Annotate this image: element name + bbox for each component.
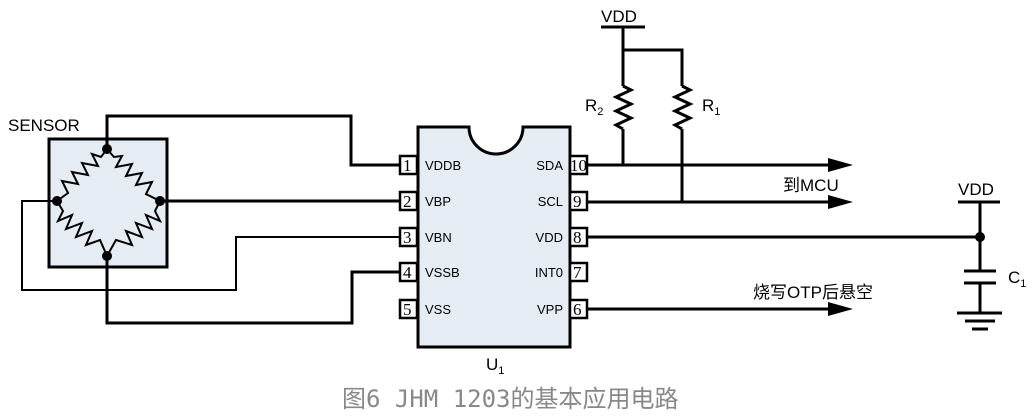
pin-box <box>398 226 419 248</box>
vdd-label-top: VDD <box>601 7 637 26</box>
bridge-resistor-top-right <box>106 148 161 202</box>
chip-designator: U1 <box>486 355 504 377</box>
arrow-sda-icon <box>828 158 853 172</box>
wire-vdd-pullup <box>621 27 684 86</box>
capacitor-c1-label: C1 <box>1008 268 1026 290</box>
pin-name: VDD <box>536 230 563 245</box>
pin-box <box>398 298 419 320</box>
vpp-note-label: 烧写OTP后悬空 <box>753 283 873 302</box>
chip-body <box>416 125 572 349</box>
pin-name: VDDB <box>425 158 461 173</box>
pin-name: SDA <box>536 158 563 173</box>
figure-caption: 图6 JHM 1203的基本应用电路 <box>342 385 679 413</box>
arrow-scl-icon <box>828 195 853 209</box>
pin-name: VPP <box>537 302 563 317</box>
pin-box <box>398 261 419 283</box>
wire-vddb <box>105 114 400 167</box>
bridge-resistor-bottom-left <box>55 200 108 257</box>
wire-vssb <box>105 256 400 325</box>
resistor-r1-label: R1 <box>702 96 720 118</box>
arrow-vpp-icon <box>828 302 853 316</box>
resistor-r1 <box>671 84 694 131</box>
bridge-resistor-top-left <box>56 148 108 202</box>
vdd-label-right: VDD <box>958 180 994 199</box>
ground-icon <box>957 311 1002 331</box>
pin-number: 2 <box>403 192 412 211</box>
pin-box <box>568 261 589 283</box>
pin-number: 10 <box>570 156 587 175</box>
resistor-r2 <box>612 84 635 131</box>
pin-number: 1 <box>403 156 412 175</box>
pin-name: VBP <box>425 194 451 209</box>
pin-box <box>398 190 419 212</box>
pin-number: 8 <box>573 228 582 247</box>
pin-name: INT0 <box>535 265 563 280</box>
wire-vbn <box>21 200 400 291</box>
pin-number: 3 <box>403 228 412 247</box>
sensor-box <box>47 137 169 269</box>
left-pins: 1 2 3 4 5 VDDB VBP VBN VSSB VSS <box>398 154 461 320</box>
pin-number: 4 <box>403 263 412 282</box>
pin-number: 9 <box>573 192 582 211</box>
bridge-resistors <box>55 148 163 257</box>
pin-name: SCL <box>538 194 563 209</box>
bridge-resistor-bottom-right <box>106 200 163 257</box>
pin-box <box>398 154 419 176</box>
pin-name: VSS <box>425 302 451 317</box>
resistor-r2-label: R2 <box>585 96 603 118</box>
sensor-label: SENSOR <box>8 116 80 135</box>
node-dot <box>975 232 985 242</box>
pin-number: 5 <box>403 300 412 319</box>
pin-name: VBN <box>425 230 452 245</box>
pin-number: 7 <box>573 263 582 282</box>
pin-number: 6 <box>573 300 582 319</box>
to-mcu-label: 到MCU <box>783 176 839 195</box>
pin-name: VSSB <box>425 265 460 280</box>
